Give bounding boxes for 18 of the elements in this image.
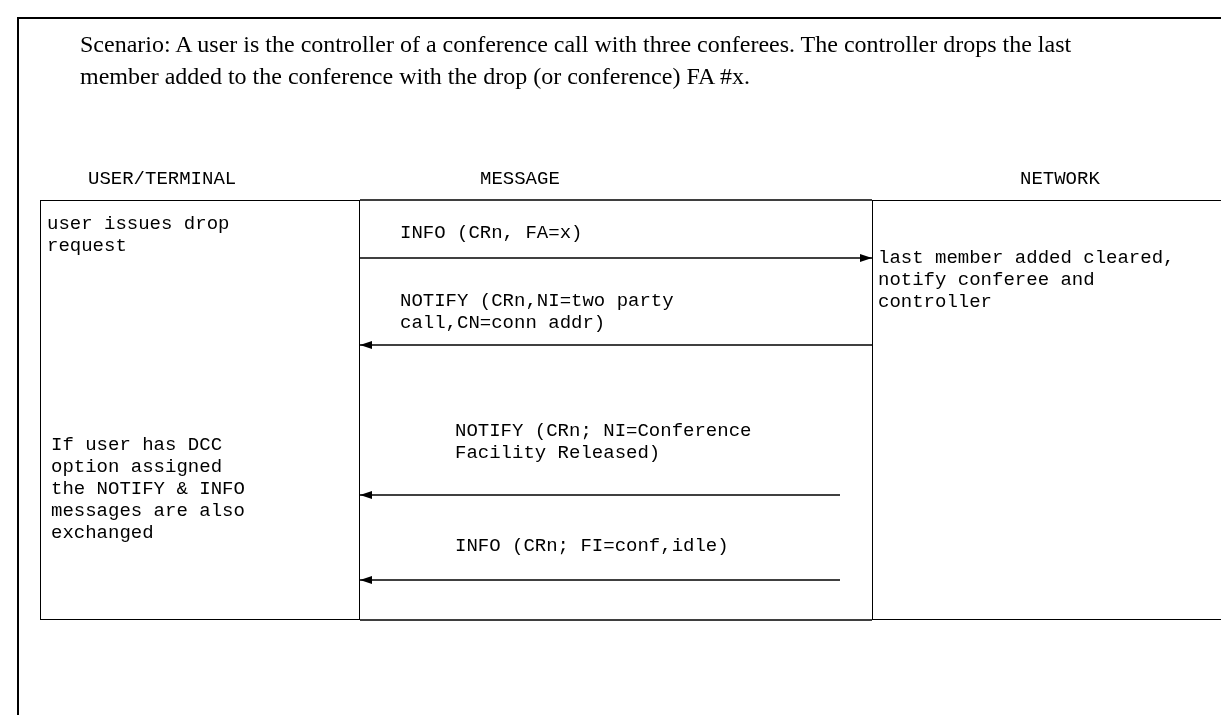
cell-text: If user has DCC option assigned the NOTIFY & INFO messages are also exchanged xyxy=(51,434,246,544)
column-header: NETWORK xyxy=(1020,168,1100,190)
arrow xyxy=(359,254,873,262)
arrow xyxy=(359,576,841,584)
arrow xyxy=(359,341,873,349)
scenario-text: Scenario: A user is the controller of a conference call with three conferees. The controller drops the last member added to the conference with the drop (or conference) FA #x. xyxy=(80,30,1073,91)
cell-text: user issues drop request xyxy=(47,213,231,257)
edge-label: NOTIFY (CRn; NI=Conference Facility Released) xyxy=(455,420,753,464)
table-cell xyxy=(40,200,360,420)
table-cell xyxy=(872,200,1221,620)
column-header: USER/TERMINAL xyxy=(88,168,237,190)
table-cell xyxy=(40,420,360,620)
column-header: MESSAGE xyxy=(480,168,560,190)
edge-label: INFO (CRn; FI=conf,idle) xyxy=(455,535,730,557)
arrow xyxy=(359,491,841,499)
cell-text: last member added cleared, notify conferee and controller xyxy=(878,247,1176,313)
edge-label: NOTIFY (CRn,NI=two party call,CN=conn addr) xyxy=(400,290,675,334)
edge-label: INFO (CRn, FA=x) xyxy=(400,222,584,244)
